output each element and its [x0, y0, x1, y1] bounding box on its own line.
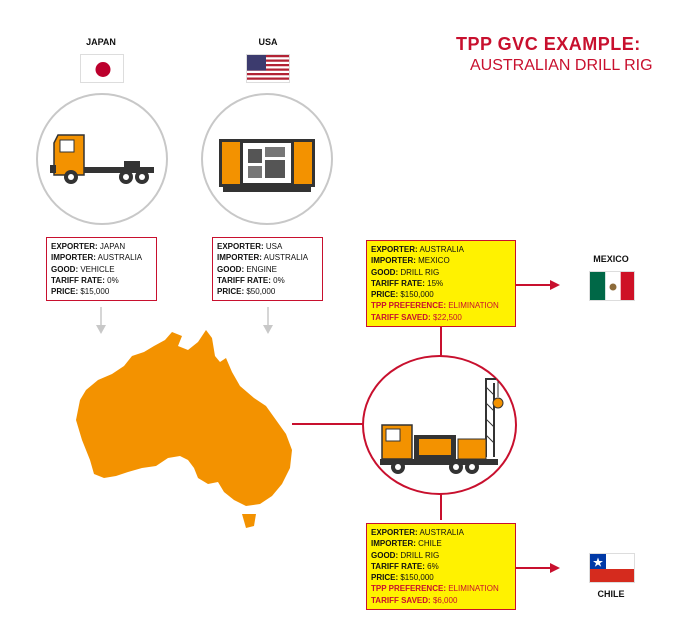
usa-flag-icon	[246, 54, 290, 83]
diagram-title: TPP GVC EXAMPLE:	[456, 34, 641, 54]
australia-map-icon	[76, 330, 292, 528]
chile-arrow-head	[550, 563, 560, 573]
japan-vehicle-circle	[36, 93, 168, 225]
country-label-chile: CHILE	[597, 589, 625, 599]
mexico-arrow-head	[550, 280, 560, 290]
drill-rig-icon	[380, 378, 504, 474]
engine-icon	[219, 139, 315, 192]
japan-info-box: EXPORTER: JAPAN IMPORTER: AUSTRALIA GOOD…	[46, 237, 157, 302]
usa-info-box: EXPORTER: USA IMPORTER: AUSTRALIA GOOD: …	[212, 237, 323, 302]
country-label-usa: USA	[258, 37, 278, 47]
japan-flag-icon	[80, 54, 124, 83]
country-label-mexico: MEXICO	[593, 254, 629, 264]
chile-info-box: EXPORTER: AUSTRALIA IMPORTER: CHILE GOOD…	[366, 523, 516, 611]
chile-flag-icon	[589, 553, 635, 583]
truck-icon	[50, 134, 154, 184]
drill-rig-circle	[362, 355, 517, 495]
japan-arrow-head	[96, 325, 106, 334]
country-label-japan: JAPAN	[86, 37, 116, 47]
diagram-subtitle: AUSTRALIAN DRILL RIG	[470, 57, 653, 74]
usa-arrow-head	[263, 325, 273, 334]
mexico-info-box: EXPORTER: AUSTRALIA IMPORTER: MEXICO GOO…	[366, 240, 516, 328]
mexico-flag-icon	[589, 271, 635, 301]
usa-engine-circle	[201, 93, 333, 225]
